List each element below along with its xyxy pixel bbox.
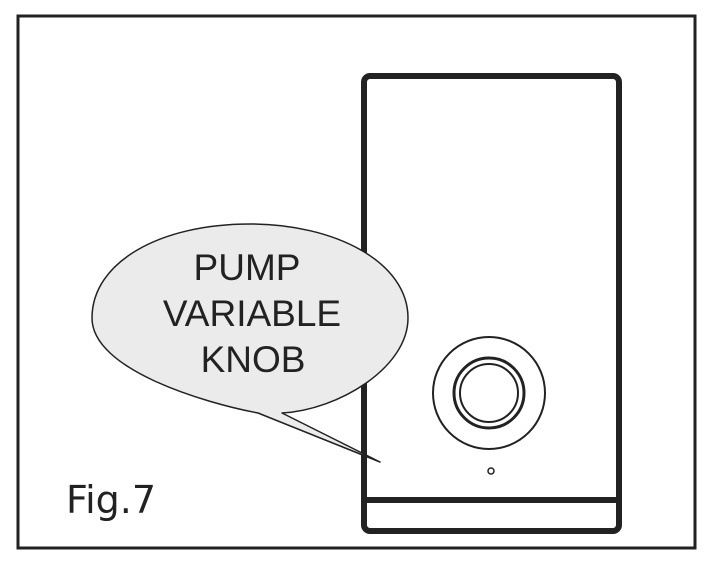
callout-text-line-2: VARIABLE <box>163 293 341 334</box>
pump-knob <box>432 336 546 450</box>
knob-inner-ring <box>459 363 519 423</box>
indicator-dot <box>487 467 495 475</box>
callout-text-line-3: KNOB <box>201 339 306 380</box>
callout-bubble-shape <box>91 223 409 463</box>
figure-label: Fig.7 <box>66 478 156 522</box>
callout-text-line-1: PUMP <box>194 247 301 288</box>
callout-bubble: PUMP VARIABLE KNOB <box>91 223 409 463</box>
